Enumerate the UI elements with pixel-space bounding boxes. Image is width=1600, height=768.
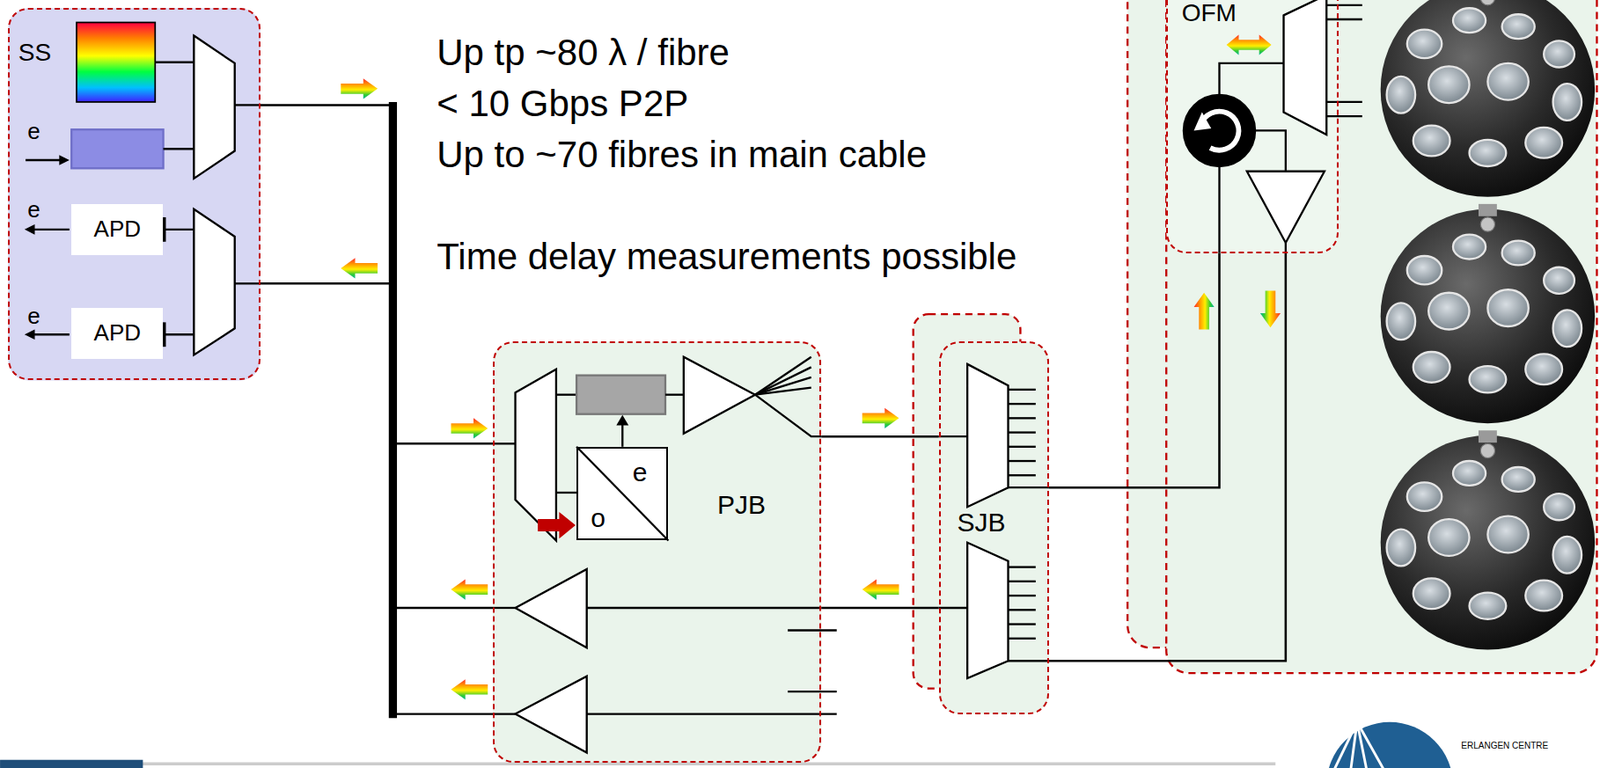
fibre-connector — [260, 283, 493, 609]
text-holder: SS — [18, 38, 52, 67]
box-label: o — [590, 505, 606, 532]
secondary-junction-box: SJB — [939, 341, 1050, 714]
text-holder: APD — [71, 308, 163, 360]
text-holder: Time delay measurements possible — [436, 235, 1017, 279]
text-holder: SJB — [957, 509, 1006, 536]
text-holder: Up to ~70 fibres in main cable — [436, 133, 927, 177]
fibre-connector — [1049, 253, 1220, 489]
spec-note: < 10 Gbps P2P — [436, 82, 689, 125]
text-holder: OFM — [1181, 0, 1237, 26]
pjb-ground — [492, 341, 822, 764]
spec-note: Time delay measurements possible — [436, 235, 1017, 279]
box-label: APD — [94, 320, 141, 347]
shore-station-panel: APD APD SS — [7, 7, 260, 381]
text-holder: e — [27, 198, 40, 221]
apd-receiver: APD — [71, 308, 163, 360]
logo-text: ERLANGEN CENTRE — [1460, 741, 1549, 752]
primary-junction-box: eo PJB — [492, 341, 822, 764]
optical-module-photos — [1380, 0, 1595, 651]
signal-name: e — [27, 198, 40, 221]
du-region — [1166, 0, 1597, 674]
box-label: OFM — [1181, 0, 1237, 26]
text-holder: o — [590, 505, 606, 532]
box-label: APD — [94, 216, 141, 243]
fibre-connector — [1049, 253, 1286, 662]
text-holder: PJB — [717, 490, 766, 522]
box-label: SJB — [957, 509, 1006, 536]
text-holder: e — [632, 459, 648, 486]
box-label: SS — [18, 38, 52, 67]
box-label: PJB — [717, 490, 766, 522]
oe-converter: eo — [576, 447, 668, 542]
wavelength-arrows — [340, 34, 1281, 700]
fibre-connector — [821, 607, 939, 610]
sjb-ground — [939, 341, 1050, 714]
text-holder: ERLANGEN CENTRE — [1460, 736, 1549, 753]
text-holder: e — [27, 119, 40, 143]
text-holder: e — [27, 304, 40, 328]
signal-name: e — [27, 119, 40, 143]
sjb-components — [939, 364, 1050, 679]
ofm-components — [1183, 0, 1363, 254]
text-holder: Up tp ~80 λ / fibre — [436, 31, 730, 74]
shore-ground — [7, 7, 260, 381]
fibre-line — [392, 712, 515, 715]
text-holder: APD — [71, 204, 163, 256]
fibre-connector — [821, 435, 939, 439]
logo — [1326, 722, 1454, 768]
footer-bar — [0, 760, 143, 768]
box-label: e — [632, 459, 648, 486]
ofm-ground — [1166, 0, 1339, 254]
signal-name: e — [27, 304, 40, 328]
text-holder: < 10 Gbps P2P — [436, 82, 689, 125]
spec-note: Up to ~70 fibres in main cable — [436, 133, 927, 177]
apd-receiver: APD — [71, 204, 163, 256]
footer-rule — [0, 763, 1276, 766]
spec-note: Up tp ~80 λ / fibre — [436, 31, 730, 74]
pjb-components — [492, 357, 837, 754]
shore-components — [24, 22, 261, 356]
optical-fan-out-module: OFM — [1166, 0, 1339, 254]
